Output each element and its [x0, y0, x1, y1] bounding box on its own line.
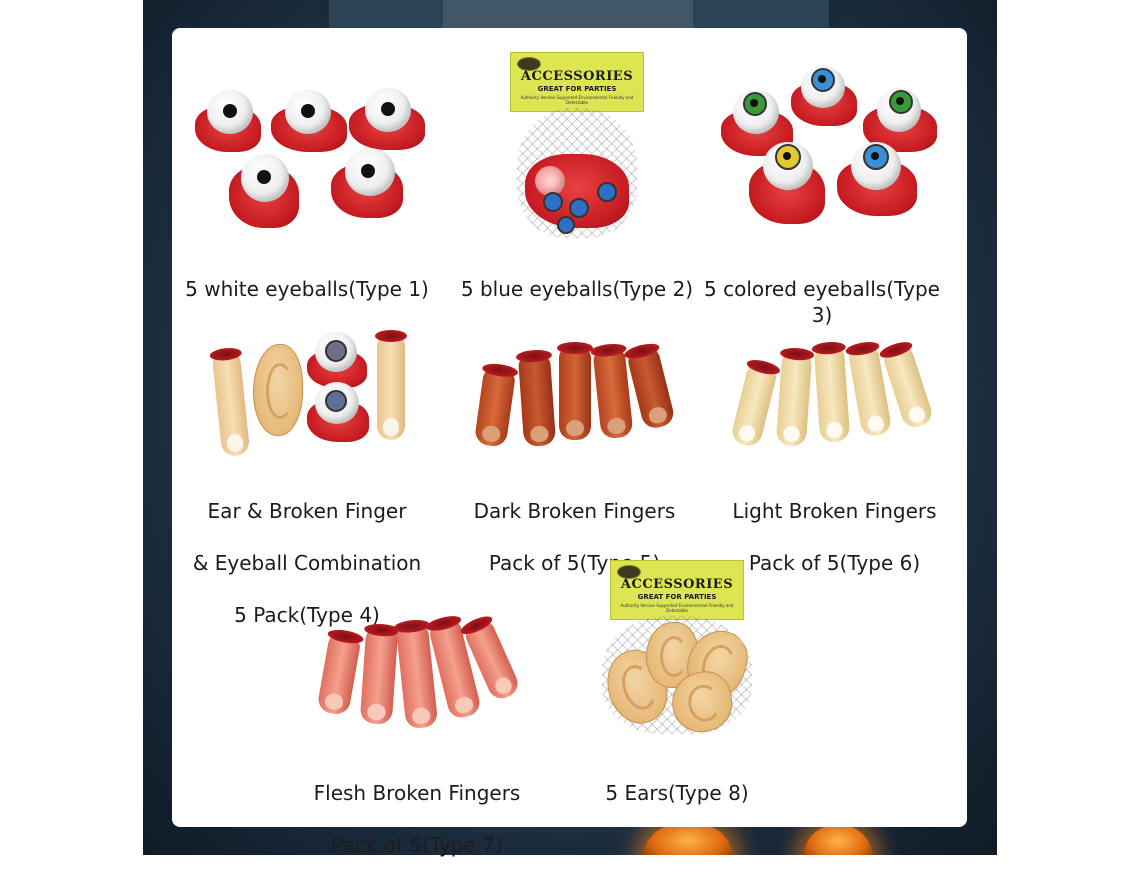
pumpkin-lantern: [803, 825, 873, 855]
package-fine-print: Authority Version Supported Environmenta…: [520, 95, 634, 105]
pumpkin-lantern: [643, 825, 733, 855]
colored-eyeballs-image: [707, 66, 937, 234]
product-caption: Light Broken Fingers Pack of 5(Type 6): [732, 499, 937, 575]
blue-eyeballs-package-image: ACCESSORIES GREAT FOR PARTIES Authority …: [507, 52, 647, 242]
combination-image: [207, 330, 407, 458]
package-title: ACCESSORIES: [520, 69, 634, 84]
white-eyeballs-image: [187, 84, 427, 234]
light-fingers-image: [729, 338, 935, 450]
product-type-2[interactable]: ACCESSORIES GREAT FOR PARTIES Authority …: [442, 48, 712, 301]
mesh-bag: [517, 108, 637, 238]
flesh-fingers-image: [316, 612, 522, 736]
product-caption: Flesh Broken Fingers Pack of 5(Type 7): [313, 781, 521, 857]
package-label: ACCESSORIES GREAT FOR PARTIES Authority …: [610, 560, 744, 620]
ears-package-image: ACCESSORIES GREAT FOR PARTIES Authority …: [602, 560, 752, 740]
product-caption: Ear & Broken Finger & Eyeball Combinatio…: [192, 499, 422, 627]
product-type-5[interactable]: Dark Broken Fingers Pack of 5(Type 5): [442, 328, 707, 575]
product-type-8[interactable]: ACCESSORIES GREAT FOR PARTIES Authority …: [572, 556, 782, 805]
product-type-6[interactable]: Light Broken Fingers Pack of 5(Type 6): [702, 328, 967, 575]
product-type-1[interactable]: 5 white eyeballs(Type 1): [182, 78, 432, 301]
product-caption: 5 Ears(Type 8): [605, 781, 749, 805]
product-type-3[interactable]: 5 colored eyeballs(Type 3): [692, 66, 952, 327]
package-subtitle: GREAT FOR PARTIES: [637, 593, 717, 601]
package-title: ACCESSORIES: [620, 577, 734, 592]
package-label: ACCESSORIES GREAT FOR PARTIES Authority …: [510, 52, 644, 112]
brand-logo-icon: [517, 57, 541, 71]
product-caption: 5 colored eyeballs(Type 3): [704, 277, 940, 327]
package-fine-print: Authority Version Supported Environmenta…: [620, 603, 734, 613]
dark-fingers-image: [473, 340, 676, 450]
product-caption: 5 blue eyeballs(Type 2): [460, 277, 694, 301]
product-type-7[interactable]: Flesh Broken Fingers Pack of 5(Type 7): [282, 608, 552, 857]
product-grid-card: 5 white eyeballs(Type 1) ACCESSORIES GRE…: [172, 28, 967, 857]
package-subtitle: GREAT FOR PARTIES: [537, 85, 617, 93]
mesh-bag: [602, 616, 752, 734]
product-caption: Dark Broken Fingers Pack of 5(Type 5): [473, 499, 676, 575]
product-caption: 5 white eyeballs(Type 1): [185, 277, 429, 301]
brand-logo-icon: [617, 565, 641, 579]
product-type-4[interactable]: Ear & Broken Finger & Eyeball Combinatio…: [182, 328, 432, 627]
